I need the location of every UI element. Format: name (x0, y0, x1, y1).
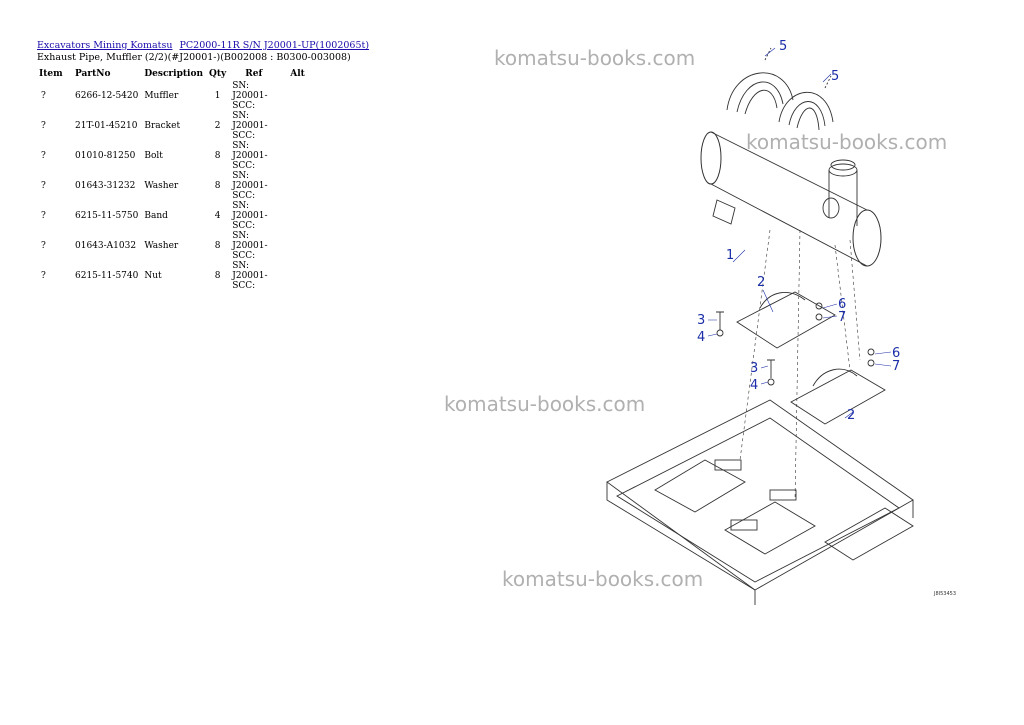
cell-description: Bolt (144, 151, 163, 161)
cell-item: ? (41, 211, 46, 221)
watermark-text: komatsu-books.com (494, 46, 696, 70)
header-ref: Ref (245, 68, 263, 79)
cell-description: Nut (144, 271, 162, 281)
callout-7b: 7 (892, 359, 900, 374)
breadcrumb-link-category[interactable]: Excavators Mining Komatsu (37, 40, 173, 51)
cell-item: ? (41, 181, 46, 191)
table-row: ? 01643-A1032 Washer 8 SN: J20001-SCC: (36, 231, 308, 261)
cell-alt (287, 201, 308, 231)
cell-partno: 21T-01-45210 (75, 121, 138, 131)
cell-item: ? (41, 241, 46, 251)
parts-table: Item PartNo Description Qty Ref Alt ? 62… (36, 66, 308, 292)
callout-leaders (707, 47, 892, 419)
cell-alt (287, 171, 308, 201)
fastener-drawings (716, 302, 875, 386)
header-item: Item (39, 68, 63, 79)
breadcrumb: Excavators Mining Komatsu PC2000-11R S/N… (37, 40, 373, 51)
watermark-text: komatsu-books.com (746, 130, 948, 154)
table-row: ? 6215-11-5750 Band 4 SN: J20001-SCC: (36, 201, 308, 231)
cell-item: ? (41, 151, 46, 161)
cell-qty: 8 (214, 181, 221, 191)
cell-ref: SN: J20001-SCC: (232, 201, 268, 231)
callout-5b: 5 (831, 69, 839, 84)
table-row: ? 21T-01-45210 Bracket 2 SN: J20001-SCC: (36, 111, 308, 141)
callout-3a: 3 (697, 313, 705, 328)
frame-drawing (606, 399, 914, 605)
cell-ref: SN: J20001-SCC: (232, 171, 268, 201)
header-description: Description (144, 68, 203, 79)
table-row: ? 01643-31232 Washer 8 SN: J20001-SCC: (36, 171, 308, 201)
cell-item: ? (41, 121, 46, 131)
cell-qty: 8 (214, 151, 221, 161)
cell-alt (287, 81, 308, 111)
callout-6b: 6 (892, 346, 900, 361)
callout-1: 1 (726, 248, 734, 263)
cell-qty: 1 (214, 91, 221, 101)
callout-3b: 3 (750, 361, 758, 376)
cell-ref: SN: J20001-SCC: (232, 231, 268, 261)
callout-7a: 7 (838, 310, 846, 325)
cell-partno: 6266-12-5420 (75, 91, 139, 101)
cell-qty: 2 (214, 121, 221, 131)
callout-5a: 5 (779, 39, 787, 54)
table-row: ? 01010-81250 Bolt 8 SN: J20001-SCC: (36, 141, 308, 171)
table-header-row: Item PartNo Description Qty Ref Alt (36, 66, 308, 81)
diagram-code: J8I53453 (934, 591, 957, 597)
cell-item: ? (41, 271, 46, 281)
callout-2b: 2 (847, 408, 855, 423)
cell-qty: 8 (214, 271, 221, 281)
cell-description: Bracket (144, 121, 181, 131)
callout-4a: 4 (697, 330, 705, 345)
header-alt: Alt (290, 68, 305, 79)
cell-alt (287, 231, 308, 261)
bracket-drawings (736, 291, 886, 425)
watermark-text: komatsu-books.com (502, 567, 704, 591)
header-qty: Qty (209, 68, 227, 79)
table-row: ? 6215-11-5740 Nut 8 SN: J20001-SCC: (36, 261, 308, 291)
page-subtitle: Exhaust Pipe, Muffler (2/2)(#J20001-)(B0… (37, 52, 351, 63)
cell-partno: 01643-A1032 (75, 241, 137, 251)
cell-partno: 6215-11-5740 (75, 271, 139, 281)
callout-6a: 6 (838, 297, 846, 312)
cell-description: Muffler (144, 91, 179, 101)
header-partno: PartNo (75, 68, 111, 79)
cell-partno: 6215-11-5750 (75, 211, 139, 221)
cell-ref: SN: J20001-SCC: (232, 141, 268, 171)
callout-4b: 4 (750, 378, 758, 393)
breadcrumb-link-model[interactable]: PC2000-11R S/N J20001-UP(1002065t) (179, 40, 370, 51)
watermark-text: komatsu-books.com (444, 392, 646, 416)
table-row: ? 6266-12-5420 Muffler 1 SN: J20001-SCC: (36, 81, 308, 111)
cell-alt (287, 111, 308, 141)
cell-qty: 4 (214, 211, 221, 221)
cell-alt (287, 141, 308, 171)
cell-partno: 01010-81250 (75, 151, 136, 161)
callout-2a: 2 (757, 275, 765, 290)
cell-item: ? (41, 91, 46, 101)
cell-alt (287, 261, 308, 291)
cell-qty: 8 (214, 241, 221, 251)
cell-description: Band (144, 211, 168, 221)
cell-description: Washer (144, 241, 179, 251)
muffler-drawing (700, 131, 882, 267)
cell-description: Washer (144, 181, 179, 191)
cell-ref: SN: J20001-SCC: (232, 261, 268, 291)
cell-partno: 01643-31232 (75, 181, 136, 191)
parts-diagram: 1 2 2 3 3 4 4 5 5 6 6 7 7 (606, 39, 914, 605)
cell-ref: SN: J20001-SCC: (232, 111, 268, 141)
cell-ref: SN: J20001-SCC: (232, 81, 268, 111)
band-drawings (726, 47, 834, 131)
alignment-lines (739, 229, 861, 501)
